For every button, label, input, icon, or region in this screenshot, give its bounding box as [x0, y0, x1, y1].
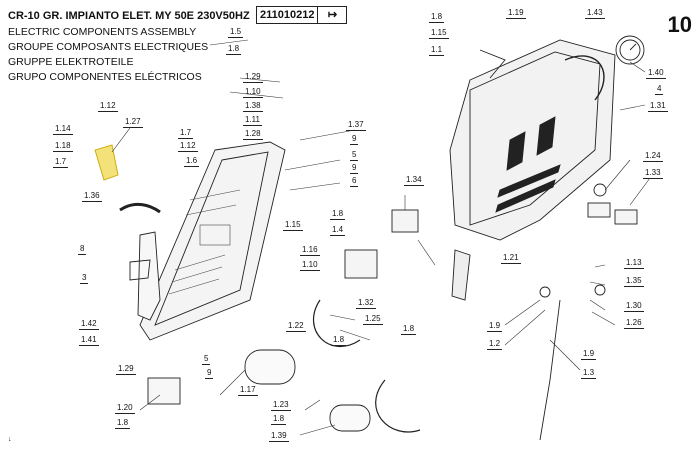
title-french: GROUPE COMPOSANTS ELECTRIQUES — [8, 41, 209, 53]
callout-label: 4 — [654, 84, 665, 95]
callout-label: 1.39 — [269, 431, 289, 442]
callout-label: 9 — [349, 163, 360, 174]
callout-label: 1.15 — [283, 220, 303, 231]
callout-label: 1.2 — [486, 339, 503, 350]
callout-label: 1.4 — [329, 225, 346, 236]
callout-label: 1.20 — [115, 403, 135, 414]
callout-label: 1.12 — [98, 101, 118, 112]
callout-label: 9 — [204, 368, 215, 379]
callout-label: 9 — [349, 134, 360, 145]
callout-label: 1.42 — [79, 319, 99, 330]
callout-label: 8 — [77, 244, 88, 255]
callout-label: 1.3 — [580, 368, 597, 379]
callout-label: 1.36 — [82, 191, 102, 202]
callout-label: 1.9 — [580, 349, 597, 360]
callout-label: 1.22 — [286, 321, 306, 332]
callout-label: 1.8 — [330, 335, 347, 346]
callout-label: 1.10 — [300, 260, 320, 271]
callout-label: 1.14 — [53, 124, 73, 135]
callout-label: 1.26 — [624, 318, 644, 329]
callout-label: 5 — [349, 150, 360, 161]
callout-label: 3 — [79, 273, 90, 284]
callout-label: 1.10 — [243, 87, 263, 98]
callout-label: 1.31 — [648, 101, 668, 112]
callout-label: 1.16 — [300, 245, 320, 256]
callout-label: 1.29 — [116, 364, 136, 375]
callout-label: 1.12 — [178, 141, 198, 152]
callout-label: 5 — [201, 354, 212, 365]
callout-label: 1.17 — [238, 385, 258, 396]
callout-label: 1.8 — [329, 209, 346, 220]
callout-label: 1.29 — [243, 72, 263, 83]
title-spanish: GRUPO COMPONENTES ELÉCTRICOS — [8, 71, 202, 83]
callout-label: 1.8 — [225, 44, 242, 55]
callout-label: 1.7 — [177, 128, 194, 139]
assembly-title: CR-10 GR. IMPIANTO ELET. MY 50E 230V50HZ — [8, 10, 250, 22]
callout-label: 1.25 — [363, 314, 383, 325]
callout-label: 1.8 — [114, 418, 131, 429]
callout-label: 1.18 — [53, 141, 73, 152]
title-english: ELECTRIC COMPONENTS ASSEMBLY — [8, 26, 197, 38]
callout-label: 1.9 — [486, 321, 503, 332]
callout-label: 1.19 — [506, 8, 526, 19]
callout-label: 1.41 — [79, 335, 99, 346]
callout-label: 1.32 — [356, 298, 376, 309]
callout-label: 1.8 — [270, 414, 287, 425]
callout-label: 1.27 — [123, 117, 143, 128]
callout-label: 1.30 — [624, 301, 644, 312]
callout-label: 1.38 — [243, 101, 263, 112]
arrow-down-icon: ↓ — [8, 436, 12, 443]
callout-label: 1.37 — [346, 120, 366, 131]
callout-label: 1.33 — [643, 168, 663, 179]
callout-label: 1.43 — [585, 8, 605, 19]
callout-label: 1.8 — [400, 324, 417, 335]
callout-label: 1.15 — [429, 28, 449, 39]
callout-label: 1.28 — [243, 129, 263, 140]
arrow-icon: ↦ — [327, 9, 338, 21]
callout-label: 1.34 — [404, 175, 424, 186]
callout-label: 1.6 — [183, 156, 200, 167]
callout-label: 1.24 — [643, 151, 663, 162]
callout-label: 1.21 — [501, 253, 521, 264]
callout-label: 1.7 — [52, 157, 69, 168]
callout-label: 1.5 — [227, 27, 244, 38]
sheet-number: 10 — [667, 12, 692, 37]
callout-label: 1.35 — [624, 276, 644, 287]
callout-label: 1.1 — [428, 45, 445, 56]
callout-label: 1.23 — [271, 400, 291, 411]
callout-label: 1.40 — [646, 68, 666, 79]
part-code: 211010212 — [257, 7, 319, 23]
callout-label: 1.13 — [624, 258, 644, 269]
callout-label: 1.8 — [428, 12, 445, 23]
callout-label: 1.11 — [243, 115, 262, 126]
title-german: GRUPPE ELEKTROTEILE — [8, 56, 134, 68]
callout-label: 6 — [349, 176, 360, 187]
part-code-box: 211010212 ↦ — [256, 6, 348, 24]
